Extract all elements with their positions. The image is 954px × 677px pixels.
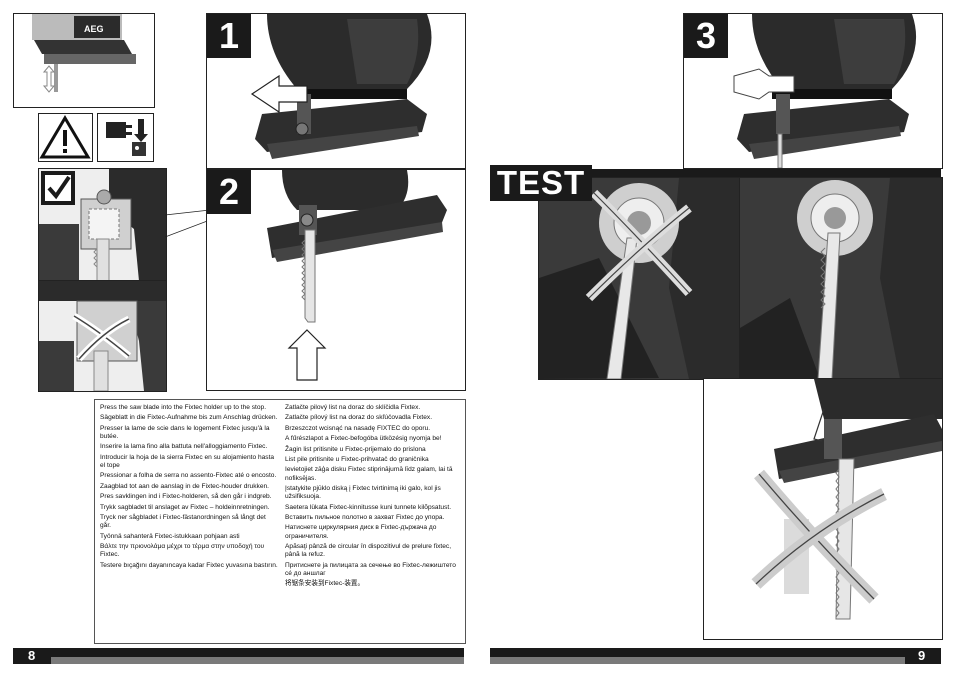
step1-image: 1 <box>206 13 466 169</box>
instruction-sk: Zatlačte pílový list na doraz do skľúčov… <box>285 414 433 422</box>
step1-number: 1 <box>207 14 251 58</box>
instruction-ro: Apăsaţi pânză de circular în dispozitivu… <box>285 542 452 559</box>
cross-x-icon <box>72 312 132 362</box>
instruction-hr: List pile pritisnite u Fixtec-prihvatač … <box>285 455 429 463</box>
test-detail-left-image <box>538 177 741 380</box>
step3-image: 3 <box>683 13 943 169</box>
instruction-es: Introducir la hoja de la sierra Fixtec e… <box>100 453 275 469</box>
instruction-ru: Вставить пильное полотно в захват Fixtec… <box>285 513 445 521</box>
unplug-box <box>97 113 154 162</box>
instruction-fr: Presser la lame de scie dans le logement… <box>100 424 270 440</box>
page-number-left: 8 <box>28 648 36 663</box>
instruction-it: Inserire la lama fino alla battuta nell'… <box>100 443 268 451</box>
instruction-bg: Натиснете циркулярния диск в Fixtec-държ… <box>285 524 437 540</box>
left-footer: 8 <box>13 648 464 664</box>
instruction-nl: Zaagblad tot aan de aanslag in de Fixtec… <box>100 482 269 490</box>
arrow-updown-icon <box>42 65 56 93</box>
arrow-up-icon <box>287 329 327 381</box>
instructions-column-right: Zatlačte pilový list na doraz do sklíčid… <box>285 404 463 590</box>
instruction-da: Pres savklingen ind i Fixtec-holderen, s… <box>100 493 272 501</box>
instruction-hu: A fűrészlapot a Fixtec-befogóba ütközési… <box>285 435 442 443</box>
instruction-sl: Žagin list pritisnite u Fixtec-prijemalo… <box>285 445 426 453</box>
test-detail-right-image <box>739 177 943 380</box>
test-topbar <box>490 169 941 177</box>
step2-number: 2 <box>207 170 251 214</box>
instruction-mk: Притиснете ја пилицата за сечење во Fixt… <box>285 561 456 577</box>
instruction-no: Trykk sagbladet til anslaget av Fixtec –… <box>100 503 270 511</box>
cross-x-icon <box>751 469 887 604</box>
warning-triangle-icon <box>39 115 91 159</box>
instruction-et: Saetera lükata Fixtec-kinnitusse kuni tu… <box>285 503 452 511</box>
check-mark-icon <box>41 171 75 205</box>
instructions-box: Press the saw blade into the Fixtec hold… <box>94 399 466 644</box>
page-number-right: 9 <box>918 648 926 663</box>
overview-image: AEG <box>13 13 155 108</box>
right-footer: 9 <box>490 648 941 664</box>
warning-box <box>38 113 93 162</box>
detail-incorrect-image <box>38 280 167 392</box>
instruction-el: Βάλτε την πριονολάμα μέχρι το τέρμα στην… <box>100 542 265 559</box>
instruction-zh: 将锯条安装到Fixtec-装置。 <box>285 580 365 588</box>
brand-logo: AEG <box>84 24 104 34</box>
test-main-image <box>703 378 943 640</box>
instruction-pl: Brzeszczot wcisnąć na nasadę FIXTEC do o… <box>285 424 431 432</box>
leader-lines <box>165 209 210 238</box>
instruction-de: Sägeblatt in die Fixtec-Aufnahme bis zum… <box>100 414 278 422</box>
instruction-sv: Tryck ner sågbladet i Fixtec-fästanordni… <box>100 513 266 530</box>
instruction-lt: Įstatykite pjūklo diską į Fixtec tvirtin… <box>285 484 441 501</box>
instruction-lv: Ievietojiet zāģa disku Fixtec stiprināju… <box>285 466 453 482</box>
instruction-cs: Zatlačte pilový list na doraz do sklíčid… <box>285 404 421 411</box>
instruction-tr: Testere bıçağını dayanıncaya kadar Fixte… <box>100 561 278 569</box>
instruction-en: Press the saw blade into the Fixtec hold… <box>100 404 267 411</box>
arrow-left-icon <box>250 74 308 114</box>
instruction-fi: Työnnä sahanterä Fixtec-istukkaan pohjaa… <box>100 532 240 540</box>
test-label: TEST <box>490 165 592 201</box>
detail-correct-image <box>38 168 167 282</box>
instructions-column-left: Press the saw blade into the Fixtec hold… <box>100 404 278 572</box>
step3-number: 3 <box>684 14 728 58</box>
instruction-pt: Pressionar a folha de serra no assento-F… <box>100 472 277 480</box>
step2-image: 2 <box>206 169 466 391</box>
unplug-icon <box>101 117 150 158</box>
